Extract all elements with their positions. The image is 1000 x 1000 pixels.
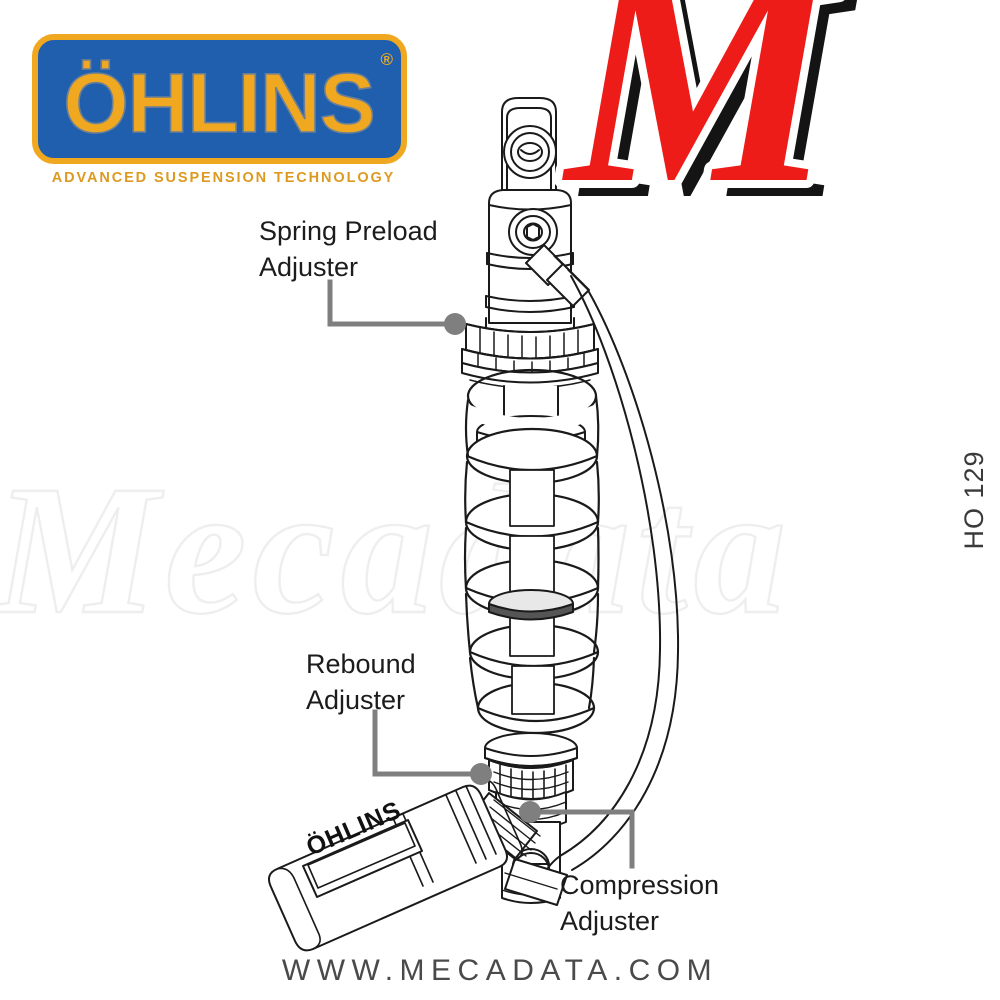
ohlins-logo-plate	[32, 34, 407, 164]
top-eyelet-mount	[501, 97, 557, 201]
spring-preload-adjuster	[461, 323, 599, 389]
hose-fitting	[508, 208, 590, 307]
lower-spring-seat	[484, 589, 578, 767]
leader-compression	[530, 809, 635, 869]
registered-trademark-icon: ®	[380, 50, 393, 69]
ohlins-name-text: ÖHLINS	[63, 56, 374, 150]
m-logo-outline: M	[553, 0, 850, 224]
callout-rebound-line1: Rebound	[306, 649, 416, 679]
callout-spring-preload: Spring Preload Adjuster	[259, 214, 438, 286]
reservoir-badge	[302, 819, 423, 898]
product-code: HO 129	[959, 450, 989, 550]
leader-dot-spring-preload	[444, 313, 466, 335]
callout-rebound-line2: Adjuster	[306, 684, 406, 715]
leader-dot-rebound	[470, 763, 492, 785]
callout-dots	[444, 313, 541, 823]
callout-leaders	[327, 279, 635, 869]
ohlins-logo: ÖHLINS ® ADVANCED SUSPENSION TECHNOLOGY	[32, 34, 407, 199]
callout-rebound: Rebound Adjuster	[306, 647, 416, 719]
mecadata-m-logo: M M M	[553, 0, 858, 224]
callout-compression-line2: Adjuster	[560, 905, 660, 936]
leader-spring-preload	[327, 279, 455, 327]
callout-compression-line1: Compression	[560, 870, 720, 900]
m-logo-letter: M	[561, 0, 842, 224]
ohlins-wordmark: ÖHLINS	[63, 55, 377, 151]
ohlins-tagline: ADVANCED SUSPENSION TECHNOLOGY	[51, 170, 396, 186]
m-logo-outline-letter: M	[561, 0, 842, 224]
callout-spring-preload-line1: Spring Preload	[259, 216, 438, 246]
m-logo-shadow: M	[577, 0, 858, 224]
damper-shaft-mid	[509, 469, 555, 715]
leader-dot-compression	[519, 801, 541, 823]
callout-spring-preload-line2: Adjuster	[259, 251, 359, 282]
leader-rebound	[372, 709, 480, 777]
callout-compression: Compression Adjuster	[560, 868, 719, 940]
m-logo-shadow-letter: M	[577, 0, 858, 224]
footer-website-url: WWW.MECADATA.COM	[281, 954, 719, 987]
reservoir	[268, 778, 523, 952]
m-logo-fill: M	[561, 0, 842, 224]
